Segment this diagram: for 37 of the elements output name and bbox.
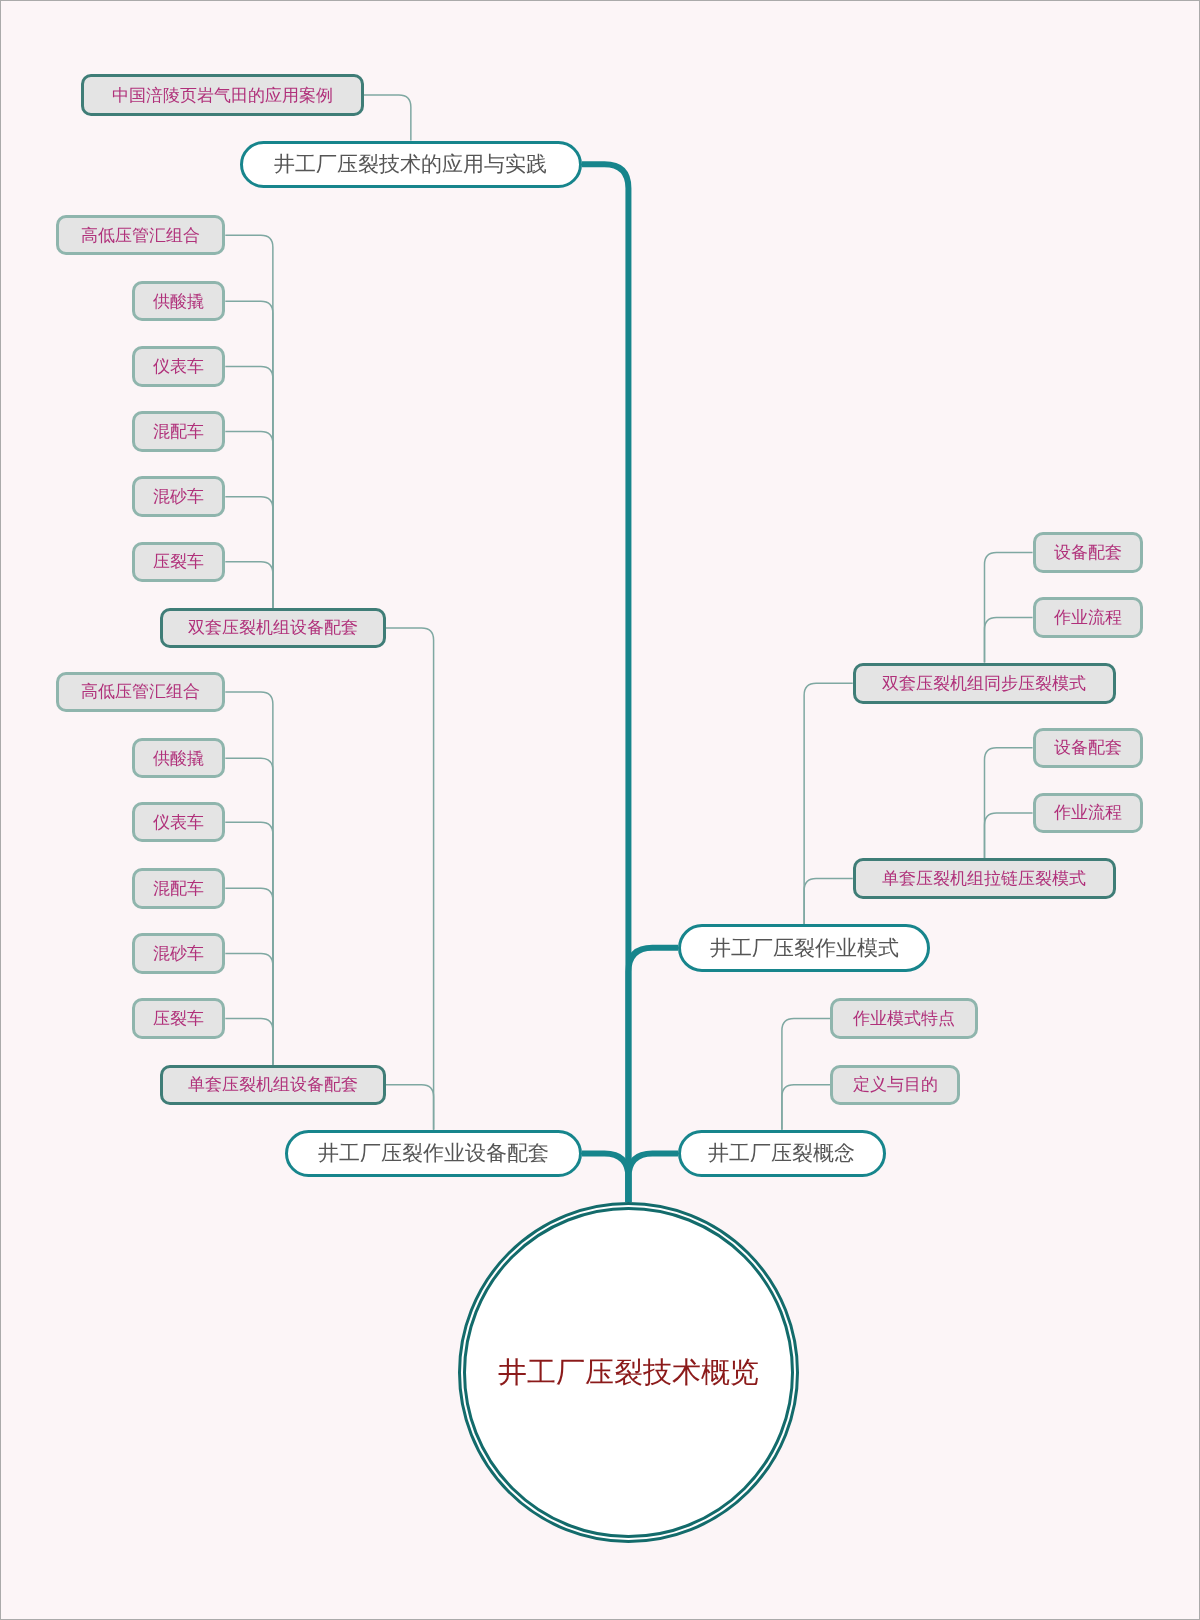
leaf-box: 供酸撬 — [132, 738, 226, 779]
subtopic-box: 单套压裂机组拉链压裂模式 — [852, 857, 1117, 900]
leaf-box: 设备配套 — [1032, 532, 1144, 573]
connector-line — [384, 1084, 435, 1131]
connector-line — [363, 94, 412, 142]
branch-line — [625, 1150, 679, 1203]
leaf-box: 仪表车 — [132, 802, 226, 843]
leaf-box: 高低压管汇组合 — [55, 671, 226, 713]
connector-line — [983, 616, 1034, 664]
subtopic-box: 双套压裂机组设备配套 — [160, 607, 386, 649]
connector-line — [781, 1084, 831, 1131]
leaf-box: 作业流程 — [1032, 792, 1144, 834]
leaf-box: 混配车 — [132, 868, 226, 909]
leaf-box: 作业模式特点 — [829, 998, 978, 1039]
topic-box: 井工厂压裂作业设备配套 — [285, 1129, 582, 1178]
connector-line — [224, 561, 274, 609]
topic-box: 井工厂压裂概念 — [678, 1129, 886, 1178]
leaf-box: 压裂车 — [132, 541, 226, 582]
central-circle: 井工厂压裂技术概览 — [457, 1202, 799, 1544]
leaf-box: 混砂车 — [132, 476, 226, 517]
leaf-box: 设备配套 — [1032, 727, 1144, 768]
connector-line — [224, 1017, 274, 1066]
subtopic-box: 单套压裂机组设备配套 — [160, 1064, 386, 1105]
topic-box: 井工厂压裂作业模式 — [678, 924, 931, 972]
connector-line — [983, 812, 1034, 859]
subtopic-box: 双套压裂机组同步压裂模式 — [852, 662, 1117, 704]
leaf-box: 仪表车 — [132, 346, 226, 387]
leaf-box: 供酸撬 — [132, 281, 226, 322]
leaf-box: 高低压管汇组合 — [55, 215, 226, 256]
connector-line — [803, 877, 854, 925]
leaf-box: 混配车 — [132, 411, 226, 452]
topic-box: 井工厂压裂技术的应用与实践 — [239, 140, 582, 189]
leaf-box: 作业流程 — [1032, 597, 1144, 638]
subtopic-box: 中国涪陵页岩气田的应用案例 — [80, 74, 364, 116]
leaf-box: 定义与目的 — [829, 1064, 961, 1105]
leaf-box: 混砂车 — [132, 933, 226, 974]
leaf-box: 压裂车 — [132, 998, 226, 1039]
